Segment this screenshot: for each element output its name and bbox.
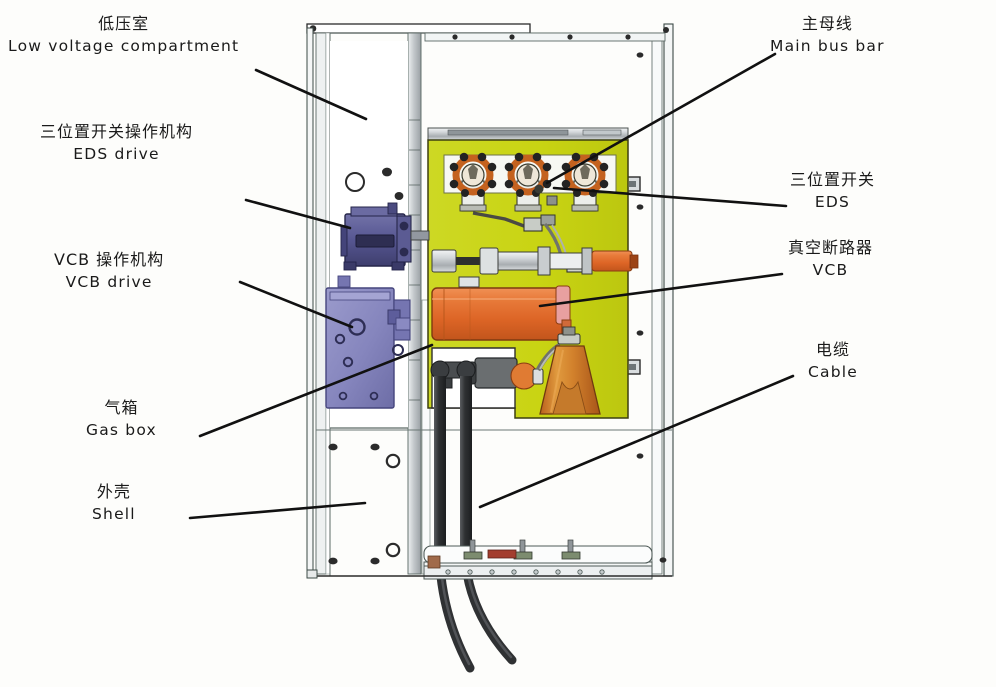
label-en: Main bus bar bbox=[770, 37, 885, 56]
label-en: EDS drive bbox=[73, 145, 160, 164]
label-main-bus-bar: 主母线 Main bus bar bbox=[770, 12, 885, 58]
vcb-drive-mechanism bbox=[325, 275, 411, 409]
leader-gas-box bbox=[198, 343, 434, 438]
label-cn: VCB 操作机构 bbox=[54, 250, 165, 269]
label-shell: 外壳 Shell bbox=[92, 480, 136, 526]
vacuum-circuit-breaker bbox=[431, 276, 572, 343]
leader-eds bbox=[552, 186, 788, 208]
label-cn: 电缆 bbox=[816, 340, 851, 359]
leader-vcb bbox=[538, 272, 784, 308]
label-cn: 气箱 bbox=[104, 398, 139, 417]
leader-lines bbox=[188, 52, 795, 520]
label-vcb: 真空断路器 VCB bbox=[788, 236, 873, 282]
leader-vcb-drive bbox=[238, 280, 354, 329]
label-cn: 低压室 bbox=[98, 14, 150, 33]
label-low-voltage-compartment: 低压室 Low voltage compartment bbox=[8, 12, 239, 58]
label-en: Gas box bbox=[86, 421, 157, 440]
leader-shell bbox=[188, 501, 367, 520]
main-bus-bar-bushings bbox=[449, 152, 609, 212]
label-en: Cable bbox=[808, 363, 859, 382]
cable-clamps bbox=[427, 539, 581, 569]
label-cn: 真空断路器 bbox=[788, 238, 874, 257]
label-eds: 三位置开关 EDS bbox=[790, 168, 875, 214]
label-vcb-drive: VCB 操作机构 VCB drive bbox=[54, 248, 164, 294]
label-cn: 三位置开关 bbox=[790, 170, 876, 189]
label-cn: 主母线 bbox=[801, 14, 853, 33]
label-gas-box: 气箱 Gas box bbox=[86, 396, 157, 442]
label-en: Low voltage compartment bbox=[8, 37, 240, 56]
leader-main-bus-bar bbox=[545, 52, 777, 185]
panel-fasteners bbox=[328, 52, 667, 565]
leader-cable bbox=[478, 374, 795, 509]
label-cable: 电缆 Cable bbox=[808, 338, 858, 384]
label-en: VCB bbox=[812, 261, 849, 280]
eds-horizontal-insulator bbox=[431, 246, 639, 276]
label-en: EDS bbox=[814, 193, 851, 212]
label-en: Shell bbox=[92, 505, 136, 524]
base-rail-assembly bbox=[306, 539, 672, 580]
leader-low-voltage-compartment bbox=[254, 68, 368, 121]
label-cn: 外壳 bbox=[96, 482, 131, 501]
label-en: VCB drive bbox=[65, 273, 153, 292]
label-eds-drive: 三位置开关操作机构 EDS drive bbox=[40, 120, 193, 166]
eds-drive-mechanism bbox=[340, 202, 430, 271]
label-cn: 三位置开关操作机构 bbox=[40, 122, 194, 141]
leader-eds-drive bbox=[244, 198, 352, 230]
